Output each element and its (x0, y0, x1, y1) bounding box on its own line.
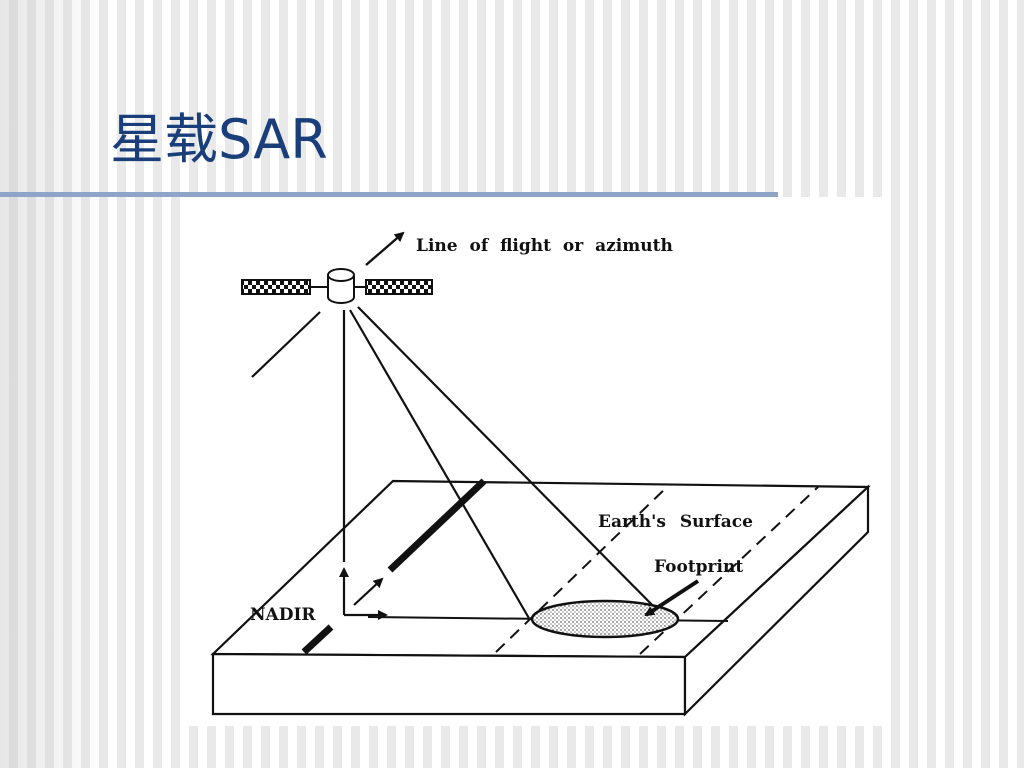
footprint-pointer-arrow (644, 579, 700, 617)
flight-direction-arrow (365, 231, 405, 266)
footprint-ellipse (530, 599, 680, 639)
nadir-axes (339, 567, 388, 620)
earth-surface-block (210, 479, 871, 717)
slab-front-face (211, 652, 687, 716)
earth-surface-label: Earth's Surface (598, 512, 753, 532)
sar-geometry-diagram: Line of flight or azimuth Earth's Surfac… (210, 231, 871, 717)
past-track-line (251, 311, 321, 378)
beam-far-edge (357, 306, 665, 618)
sar-geometry-figure: Line of flight or azimuth Earth's Surfac… (188, 197, 888, 726)
nadir-label: NADIR (250, 605, 316, 625)
radar-beam (251, 306, 665, 621)
solar-panel-left (241, 279, 311, 295)
slab-side-face (683, 484, 870, 717)
ground-track (301, 478, 487, 655)
slide-title: 星载SAR (110, 108, 328, 171)
background-fade (0, 0, 110, 768)
flight-label: Line of flight or azimuth (416, 236, 673, 256)
beam-near-edge (349, 309, 531, 621)
footprint-label: Footprint (654, 557, 743, 577)
azimuth-axis-arrow (353, 577, 384, 606)
satellite-body (327, 275, 355, 304)
satellite (241, 268, 433, 304)
title-divider (0, 192, 778, 197)
solar-panel-right (365, 279, 433, 295)
